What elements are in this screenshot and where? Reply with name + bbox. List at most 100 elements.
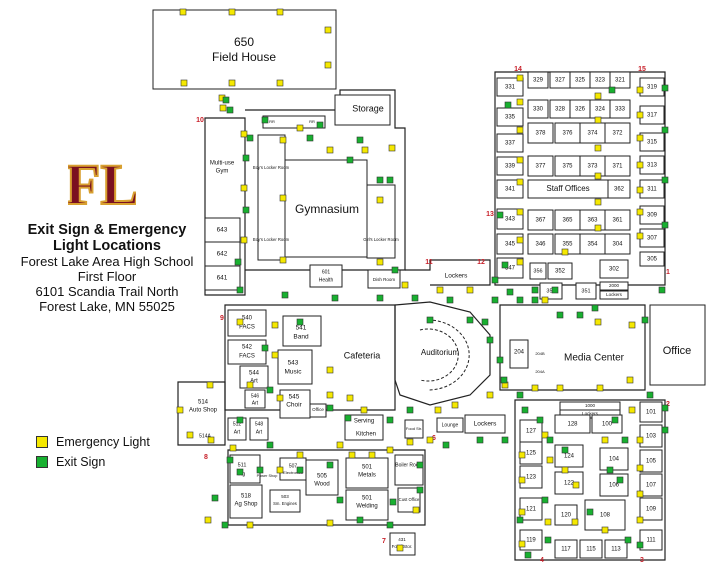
exit-number-10: 10 <box>196 117 204 124</box>
fine-arts-outline <box>224 304 396 411</box>
room-501-welding <box>345 489 389 521</box>
exit-sign-marker <box>356 516 364 524</box>
room-lockers_2000-label: Lockers <box>606 292 623 297</box>
emergency-light-marker <box>516 236 524 244</box>
exit-sign-marker <box>616 476 624 484</box>
exit-sign-marker <box>608 86 616 94</box>
band-label: Band <box>293 334 309 341</box>
room-544-label: 544 <box>249 371 260 377</box>
school-name: Forest Lake Area High School <box>20 254 194 269</box>
room-362-label: 362 <box>614 187 625 193</box>
exit-sign-marker <box>636 541 644 549</box>
exit-sign-marker <box>386 416 394 424</box>
emergency-light-marker <box>279 136 287 144</box>
room-514-label: 514 <box>198 400 209 406</box>
room-351-label: 351 <box>581 288 590 294</box>
emergency-light-marker <box>516 178 524 186</box>
cafeteria-label: Cafeteria <box>344 350 381 360</box>
exit-sign-marker <box>541 496 549 504</box>
exit-sign-marker <box>236 468 244 476</box>
kitchen-room <box>344 414 384 441</box>
legend-exit-sign: Exit Sign <box>36 455 150 469</box>
exit-sign-marker <box>326 404 334 412</box>
emergency-light-marker <box>401 281 409 289</box>
emergency-light-marker <box>296 124 304 132</box>
sm-engines-label: Sm. Engines <box>273 501 297 506</box>
emergency-light-marker <box>594 318 602 326</box>
exit-number-11: 11 <box>425 259 433 266</box>
exit-sign-marker <box>556 311 564 319</box>
room-109-label: 109 <box>646 507 657 513</box>
emergency-light-marker <box>240 130 248 138</box>
emergency-light-marker <box>516 126 524 134</box>
room-352-box <box>547 262 573 280</box>
exit-sign-marker <box>416 486 424 494</box>
exit-sign-marker <box>261 344 269 352</box>
lockers-top-label: Lockers <box>445 273 469 280</box>
room-546 <box>244 389 266 409</box>
emergency-light-marker <box>594 116 602 124</box>
room-601-label: 601 <box>322 269 331 275</box>
room-lockers_2000-box <box>599 290 629 300</box>
room-302-box <box>599 259 629 279</box>
legend-emergency-light: Emergency Light <box>36 435 150 449</box>
emergency-light-marker <box>336 441 344 449</box>
emergency-light-marker <box>531 384 539 392</box>
exit-sign-marker <box>586 508 594 516</box>
room-327-label: 327 <box>555 78 566 84</box>
emergency-light-marker <box>346 394 354 402</box>
exit-sign-marker <box>481 318 489 326</box>
room-367-label: 367 <box>535 218 546 224</box>
emergency-light-marker <box>207 436 215 444</box>
room-2000-label: 2000 <box>609 283 620 288</box>
emergency-light-marker <box>180 79 188 87</box>
facs-542-label: FACS <box>239 354 255 360</box>
room-518 <box>229 484 263 519</box>
room-546-label: 546 <box>251 393 260 399</box>
exit-number-14: 14 <box>514 66 522 73</box>
room-111-box <box>639 529 663 551</box>
emergency-light-marker <box>176 406 184 414</box>
exit-sign-marker <box>641 316 649 324</box>
room-331-box <box>496 77 524 97</box>
room-lockers_1000-label: Lockers <box>582 411 599 416</box>
gym-label: Gym <box>216 169 229 175</box>
girls-locker-room <box>366 184 396 259</box>
room-122-label: 122 <box>564 481 575 487</box>
exit-sign-marker <box>211 494 219 502</box>
room-321-label: 321 <box>615 78 626 84</box>
emergency-light-marker <box>572 481 580 489</box>
room-119-label: 119 <box>526 538 536 544</box>
room-107-label: 107 <box>646 483 657 489</box>
emergency-light-marker <box>228 8 236 16</box>
exit-sign-marker <box>242 206 250 214</box>
ag-shop-label: Ag Shop <box>234 502 258 508</box>
welding-label: Welding <box>356 504 378 510</box>
emergency-light-marker <box>219 104 227 112</box>
room-548-label: 548 <box>255 421 264 427</box>
exit-sign-marker <box>336 496 344 504</box>
emergency-light-marker <box>636 161 644 169</box>
room-115-box <box>579 539 603 559</box>
emergency-light-marker <box>376 258 384 266</box>
exit-sign-marker <box>661 221 669 229</box>
room-643-label: 643 <box>217 227 228 234</box>
room-545-label: 545 <box>289 394 300 401</box>
exit-sign-marker <box>344 414 352 422</box>
emergency-light-marker <box>516 156 524 164</box>
multi-use-label: Multi-use <box>210 161 235 167</box>
gymnasium-label: Gymnasium <box>295 202 359 216</box>
exit-sign-marker <box>281 291 289 299</box>
emergency-light-swatch <box>36 436 48 448</box>
room-503-label: 503 <box>281 494 289 499</box>
emergency-light-marker <box>601 436 609 444</box>
room-204-label: 204 <box>514 350 525 356</box>
floor-name: First Floor <box>77 269 137 284</box>
room-104-box <box>599 447 629 471</box>
boys-locker-label-bottom: Boy's Locker Room <box>253 237 290 242</box>
room-105-label: 105 <box>646 459 657 465</box>
exit-number-7: 7 <box>382 538 386 545</box>
exit-sign-marker <box>386 521 394 529</box>
room-501a-label: 501 <box>362 465 373 471</box>
